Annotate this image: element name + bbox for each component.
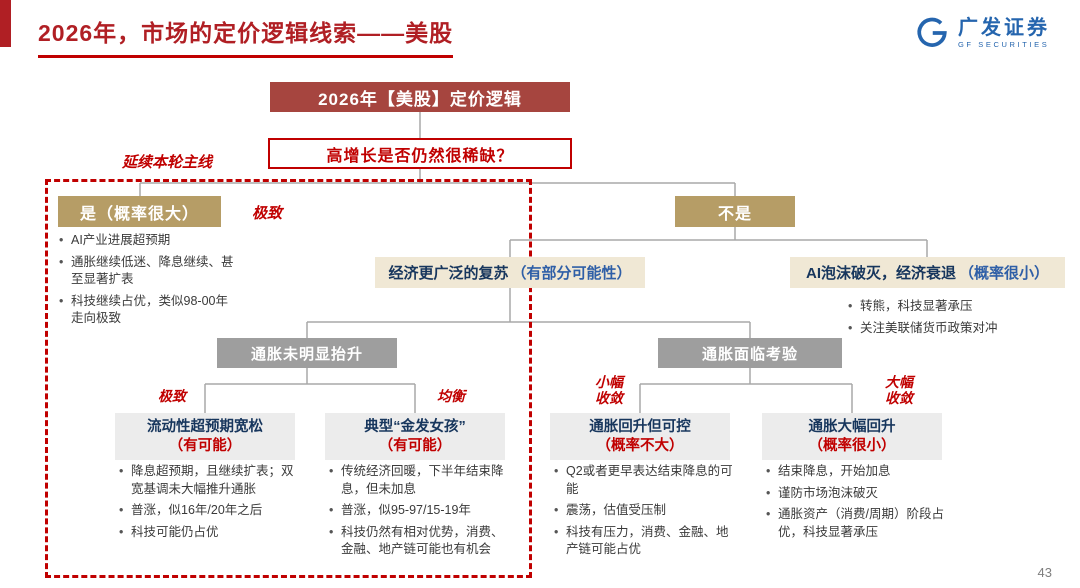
list-item: 普涨，似16年/20年之后 xyxy=(118,502,298,520)
node-leaf-liquidity: 流动性超预期宽松 （有可能） xyxy=(115,413,295,460)
list-item: 科技仍然有相对优势，消费、金融、地产链可能也有机会 xyxy=(328,524,508,559)
node-ai-bubble-title: AI泡沫破灭，经济衰退 xyxy=(805,265,956,282)
gf-securities-logo: 广发证券 GF SECURITIES xyxy=(914,15,1050,51)
node-yes: 是（概率很大） xyxy=(58,196,221,227)
node-inflation-low: 通胀未明显抬升 xyxy=(217,338,397,368)
leaf-liquidity-bullet-list: 降息超预期，且继续扩表；双宽基调未大幅推升通胀 普涨，似16年/20年之后 科技… xyxy=(118,463,298,545)
list-item: 通胀资产（消费/周期）阶段占优，科技显著承压 xyxy=(765,506,951,541)
page-title: 2026年，市场的定价逻辑线索——美股 xyxy=(38,14,454,58)
leaf-title: 典型“金发女孩” xyxy=(364,418,466,435)
leaf-goldilocks-bullet-list: 传统经济回暖，下半年结束降息，但未加息 普涨，似95-97/15-19年 科技仍… xyxy=(328,463,508,563)
highlight-dashed-region xyxy=(45,179,532,578)
gf-logo-text: 广发证券 GF SECURITIES xyxy=(958,16,1050,49)
node-recovery-note: （有部分可能性） xyxy=(511,265,632,282)
node-recovery: 经济更广泛的复苏 （有部分可能性） xyxy=(375,257,645,288)
label-large-convergence: 大幅收敛 xyxy=(885,374,913,407)
list-item: 科技继续占优，类似98-00年走向极致 xyxy=(58,293,240,328)
node-question: 高增长是否仍然很稀缺？ xyxy=(268,138,572,169)
leaf-title: 通胀回升但可控 xyxy=(589,418,691,435)
list-item: Q2或者更早表达结束降息的可能 xyxy=(553,463,733,498)
gf-logo-icon xyxy=(917,17,947,47)
node-ai-bubble: AI泡沫破灭，经济衰退 （概率很小） xyxy=(790,257,1065,288)
list-item: 降息超预期，且继续扩表；双宽基调未大幅推升通胀 xyxy=(118,463,298,498)
gf-logo-cn: 广发证券 xyxy=(958,16,1050,39)
node-root: 2026年【美股】定价逻辑 xyxy=(270,82,570,112)
leaf-inflation-controllable-bullet-list: Q2或者更早表达结束降息的可能 震荡，估值受压制 科技有压力，消费、金融、地产链… xyxy=(553,463,733,563)
list-item: 通胀继续低迷、降息继续、甚至显著扩表 xyxy=(58,254,240,289)
leaf-title: 流动性超预期宽松 xyxy=(147,418,263,435)
node-ai-bubble-note: （概率很小） xyxy=(959,265,1050,282)
label-balanced: 均衡 xyxy=(437,388,465,404)
title-accent-bar xyxy=(0,0,11,47)
node-leaf-inflation-controllable: 通胀回升但可控 （概率不大） xyxy=(550,413,730,460)
leaf-note: （概率不大） xyxy=(596,437,684,454)
leaf-note: （有可能） xyxy=(168,437,242,454)
label-extreme-annotation: 极致 xyxy=(252,205,283,222)
gf-logo-en: GF SECURITIES xyxy=(958,39,1050,49)
list-item: 关注美联储货币政策对冲 xyxy=(847,320,1062,338)
node-no: 不是 xyxy=(675,196,795,227)
label-extreme: 极致 xyxy=(158,388,186,404)
list-item: 震荡，估值受压制 xyxy=(553,502,733,520)
node-leaf-goldilocks: 典型“金发女孩” （有可能） xyxy=(325,413,505,460)
leaf-title: 通胀大幅回升 xyxy=(808,418,896,435)
list-item: 科技可能仍占优 xyxy=(118,524,298,542)
node-leaf-inflation-surge: 通胀大幅回升 （概率很小） xyxy=(762,413,942,460)
yes-bullet-list: AI产业进展超预期 通胀继续低迷、降息继续、甚至显著扩表 科技继续占优，类似98… xyxy=(58,232,240,332)
list-item: AI产业进展超预期 xyxy=(58,232,240,250)
list-item: 结束降息，开始加息 xyxy=(765,463,951,481)
list-item: 普涨，似95-97/15-19年 xyxy=(328,502,508,520)
ai-bubble-bullet-list: 转熊，科技显著承压 关注美联储货币政策对冲 xyxy=(847,298,1062,341)
list-item: 传统经济回暖，下半年结束降息，但未加息 xyxy=(328,463,508,498)
page-number: 43 xyxy=(1037,565,1052,580)
list-item: 谨防市场泡沫破灭 xyxy=(765,485,951,503)
leaf-inflation-surge-bullet-list: 结束降息，开始加息 谨防市场泡沫破灭 通胀资产（消费/周期）阶段占优，科技显著承… xyxy=(765,463,951,545)
label-mainline: 延续本轮主线 xyxy=(122,154,213,171)
list-item: 转熊，科技显著承压 xyxy=(847,298,1062,316)
leaf-note: （有可能） xyxy=(378,437,452,454)
label-small-convergence: 小幅收敛 xyxy=(595,374,623,407)
node-inflation-test: 通胀面临考验 xyxy=(658,338,842,368)
list-item: 科技有压力，消费、金融、地产链可能占优 xyxy=(553,524,733,559)
leaf-note: （概率很小） xyxy=(808,437,896,454)
node-recovery-title: 经济更广泛的复苏 xyxy=(388,265,509,282)
